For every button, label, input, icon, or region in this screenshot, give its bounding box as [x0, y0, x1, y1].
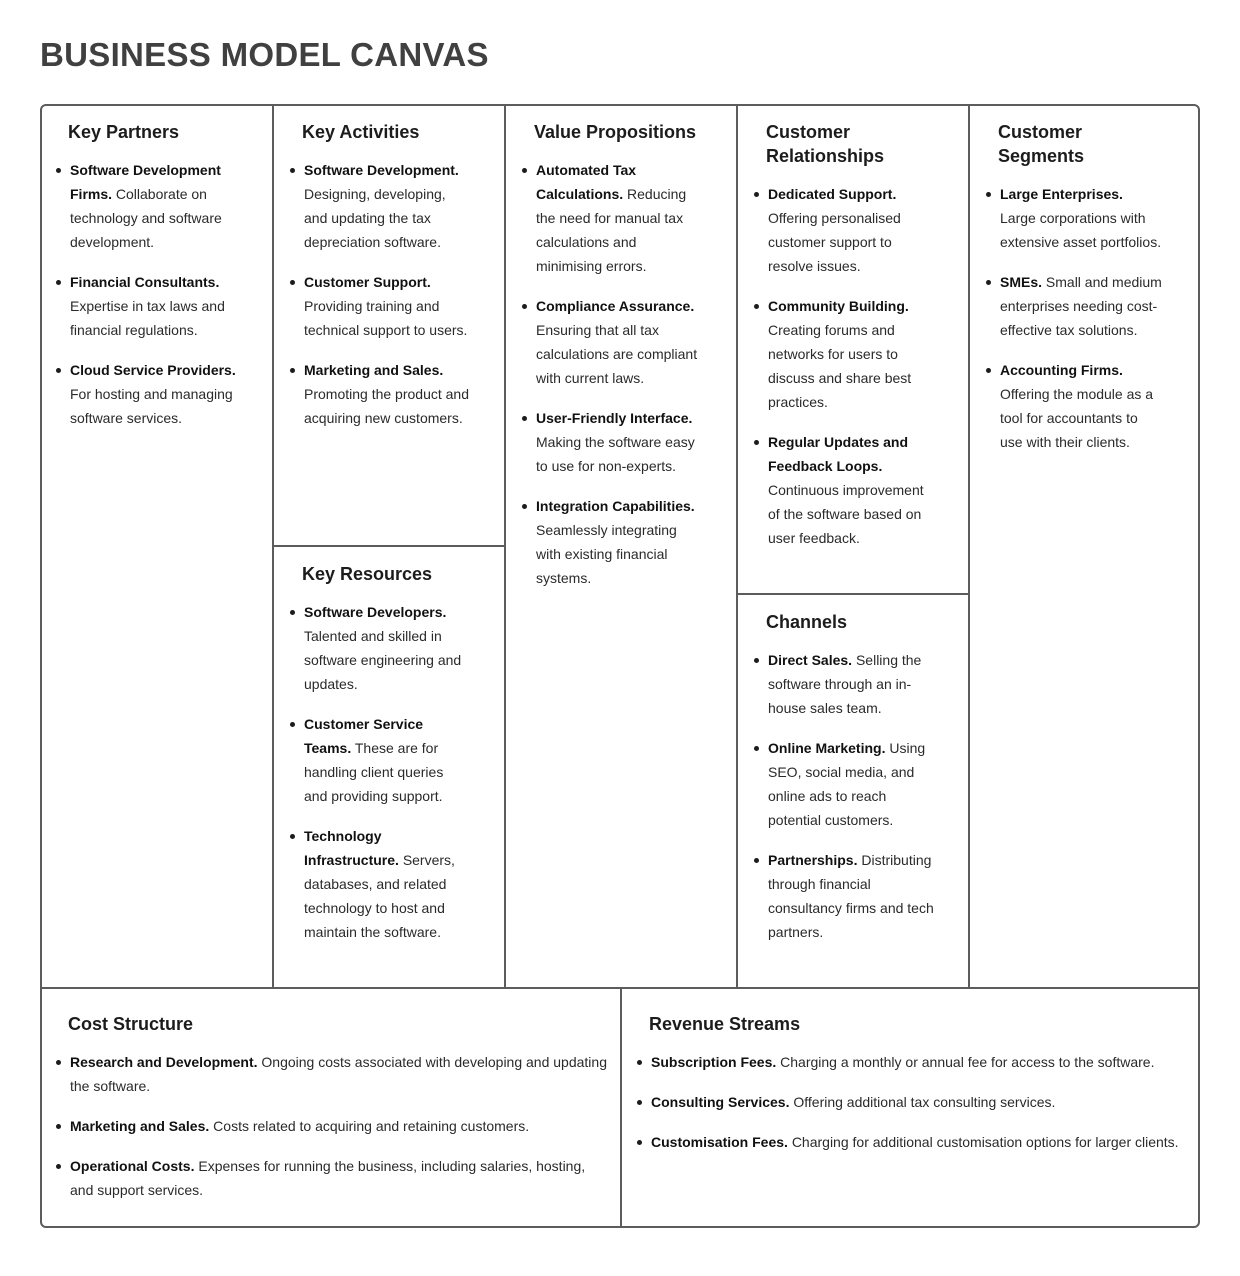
list-item: Customisation Fees. Charging for additio… — [637, 1130, 1185, 1154]
list-item: Research and Development. Ongoing costs … — [56, 1050, 612, 1098]
divider — [504, 106, 506, 987]
list-item: Consulting Services. Offering additional… — [637, 1090, 1185, 1114]
list-item: Community Building. Creating forums and … — [754, 294, 934, 414]
list-item: Automated Tax Calculations. Reducing the… — [522, 158, 704, 278]
channels-block: Channels Direct Sales. Selling the softw… — [754, 610, 934, 960]
list-item: Compliance Assurance. Ensuring that all … — [522, 294, 704, 390]
divider — [968, 106, 970, 987]
list-item: Cloud Service Providers. For hosting and… — [56, 358, 256, 430]
block-title: Revenue Streams — [649, 1014, 801, 1034]
block-title: Customer Relationships — [766, 122, 885, 166]
list-item: Partnerships. Distributing through finan… — [754, 848, 934, 944]
block-title: Cost Structure — [68, 1014, 194, 1034]
business-model-canvas: Key Partners Software Development Firms.… — [40, 104, 1200, 1228]
key-partners-block: Key Partners Software Development Firms.… — [56, 120, 256, 446]
list-item: SMEs. Small and medium enterprises needi… — [986, 270, 1162, 342]
list-item: Marketing and Sales. Costs related to ac… — [56, 1114, 612, 1138]
key-activities-block: Key Activities Software Development. Des… — [290, 120, 470, 446]
item-list: Software Developers. Talented and skille… — [290, 600, 470, 944]
list-item: User-Friendly Interface. Making the soft… — [522, 406, 704, 478]
list-item: Large Enterprises. Large corporations wi… — [986, 182, 1162, 254]
block-title: Channels — [766, 612, 848, 632]
page-title: BUSINESS MODEL CANVAS — [40, 36, 489, 73]
list-item: Customer Support. Providing training and… — [290, 270, 470, 342]
item-list: Direct Sales. Selling the software throu… — [754, 648, 934, 944]
block-title: Key Resources — [302, 564, 433, 584]
list-item: Software Development Firms. Collaborate … — [56, 158, 256, 254]
value-propositions-block: Value Propositions Automated Tax Calcula… — [522, 120, 704, 606]
list-item: Marketing and Sales. Promoting the produ… — [290, 358, 470, 430]
list-item: Software Developers. Talented and skille… — [290, 600, 470, 696]
divider — [272, 106, 274, 987]
item-list: Dedicated Support. Offering personalised… — [754, 182, 934, 550]
list-item: Online Marketing. Using SEO, social medi… — [754, 736, 934, 832]
list-item: Accounting Firms. Offering the module as… — [986, 358, 1162, 454]
divider — [738, 593, 968, 595]
list-item: Dedicated Support. Offering personalised… — [754, 182, 934, 278]
item-list: Subscription Fees. Charging a monthly or… — [637, 1050, 1185, 1154]
customer-relationships-block: Customer Relationships Dedicated Support… — [754, 120, 934, 566]
customer-segments-block: Customer Segments Large Enterprises. Lar… — [986, 120, 1162, 470]
block-title: Key Activities — [302, 122, 420, 142]
list-item: Financial Consultants. Expertise in tax … — [56, 270, 256, 342]
block-title: Value Propositions — [534, 122, 697, 142]
item-list: Large Enterprises. Large corporations wi… — [986, 182, 1162, 454]
list-item: Regular Updates and Feedback Loops. Cont… — [754, 430, 934, 550]
item-list: Automated Tax Calculations. Reducing the… — [522, 158, 704, 590]
item-list: Research and Development. Ongoing costs … — [56, 1050, 612, 1202]
block-title: Key Partners — [68, 122, 180, 142]
list-item: Subscription Fees. Charging a monthly or… — [637, 1050, 1185, 1074]
key-resources-block: Key Resources Software Developers. Talen… — [290, 562, 470, 960]
item-list: Software Development Firms. Collaborate … — [56, 158, 256, 430]
list-item: Direct Sales. Selling the software throu… — [754, 648, 934, 720]
list-item: Customer Service Teams. These are for ha… — [290, 712, 470, 808]
divider — [736, 106, 738, 987]
item-list: Software Development. Designing, develop… — [290, 158, 470, 430]
list-item: Integration Capabilities. Seamlessly int… — [522, 494, 704, 590]
list-item: Technology Infrastructure. Servers, data… — [290, 824, 470, 944]
cost-structure-block: Cost Structure Research and Development.… — [56, 1012, 612, 1218]
revenue-streams-block: Revenue Streams Subscription Fees. Charg… — [637, 1012, 1185, 1170]
divider — [274, 545, 504, 547]
list-item: Operational Costs. Expenses for running … — [56, 1154, 612, 1202]
list-item: Software Development. Designing, develop… — [290, 158, 470, 254]
divider — [620, 987, 622, 1226]
block-title: Customer Segments — [998, 122, 1085, 166]
